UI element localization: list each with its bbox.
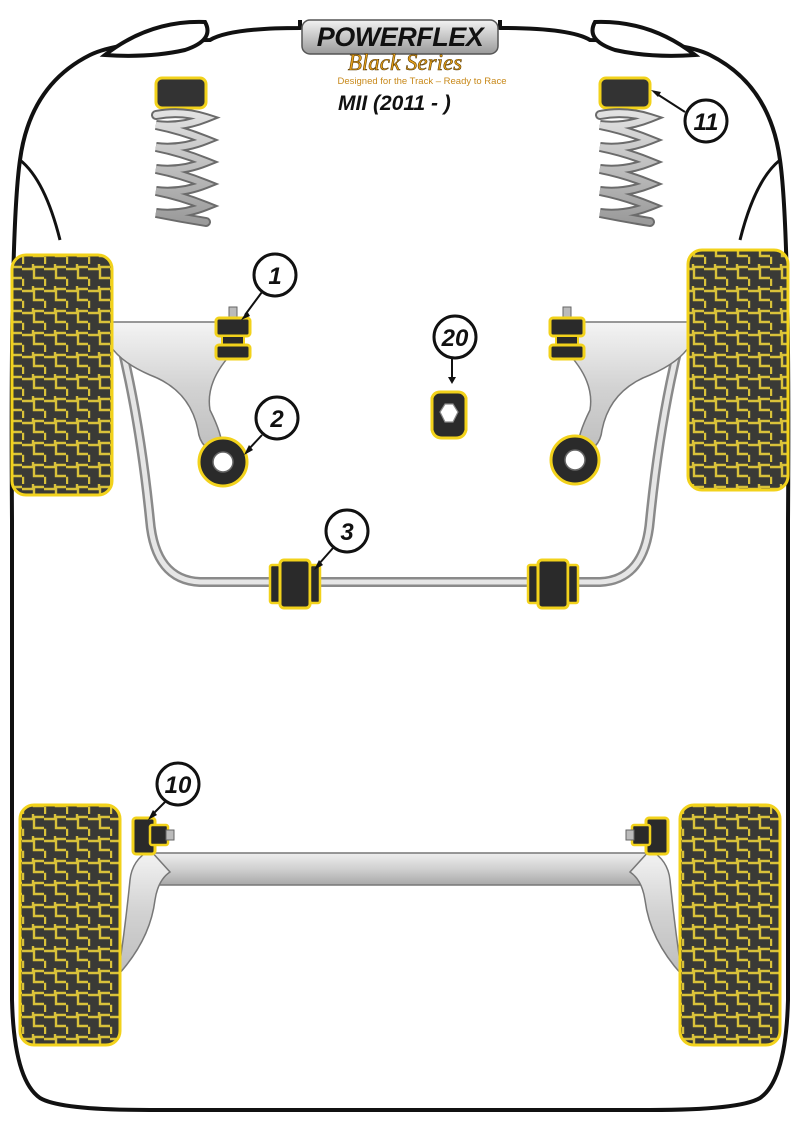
svg-text:1: 1 — [268, 263, 281, 290]
svg-text:Designed for the Track – Ready: Designed for the Track – Ready to Race — [338, 76, 507, 87]
rear-pillar-right — [738, 158, 781, 241]
svg-text:3: 3 — [340, 519, 354, 546]
callout-10: 10 — [148, 761, 201, 820]
bush-1-left — [214, 306, 252, 361]
rear-trailing-arm-left — [116, 849, 172, 978]
bush-20 — [430, 390, 468, 440]
callout-2: 2 — [244, 395, 300, 455]
bush-10-right — [625, 816, 670, 856]
callout-3: 3 — [314, 508, 370, 570]
spring-right — [595, 76, 665, 227]
svg-text:Black Series: Black Series — [348, 50, 462, 75]
svg-text:20: 20 — [441, 325, 469, 352]
front-left-tyre — [10, 253, 114, 497]
svg-text:10: 10 — [165, 772, 192, 799]
callout-11: 11 — [651, 90, 729, 144]
svg-text:11: 11 — [694, 109, 719, 136]
svg-text:2: 2 — [269, 406, 284, 433]
svg-text:POWERFLEX: POWERFLEX — [317, 22, 486, 52]
model-title: MII (2011 - ) — [338, 92, 451, 115]
rear-left-tyre — [18, 803, 122, 1047]
bush-1-right — [548, 306, 586, 361]
callout-1: 1 — [241, 252, 298, 320]
front-right-tyre — [686, 248, 790, 492]
car-body-outline — [9, 20, 791, 1112]
rear-trailing-arm-right — [628, 849, 684, 978]
rear-twist-beam — [149, 852, 651, 886]
left-pillar — [99, 19, 210, 58]
bush-3-left — [268, 558, 322, 610]
callout-20: 20 — [432, 314, 478, 384]
bush-10-left — [131, 816, 175, 856]
rear-right-tyre — [678, 803, 782, 1047]
spring-left — [151, 76, 221, 227]
bush-2-right — [549, 434, 601, 486]
bush-3-right — [526, 558, 580, 610]
rear-pillar-left — [19, 158, 62, 241]
right-pillar — [590, 19, 701, 58]
powerflex-logo: POWERFLEX Black Series Designed for the … — [301, 19, 507, 87]
bush-2-left — [197, 436, 249, 488]
